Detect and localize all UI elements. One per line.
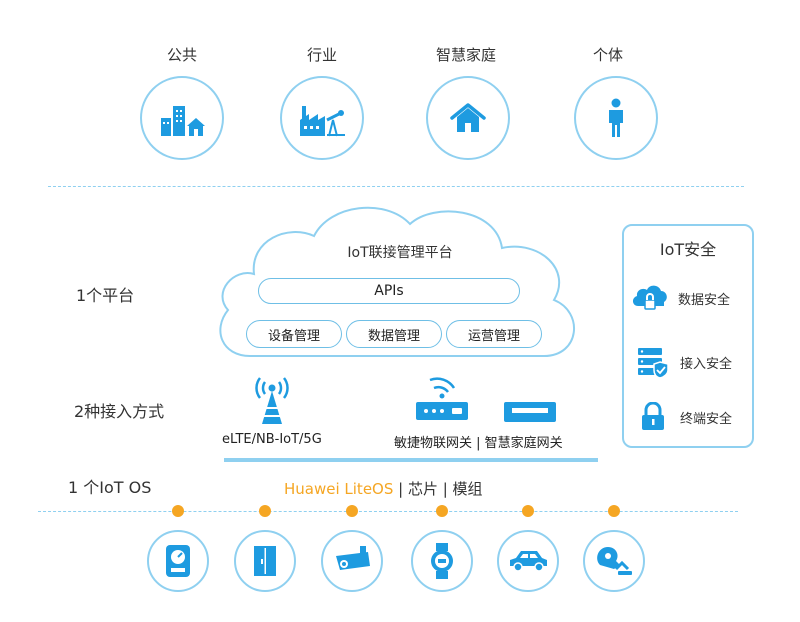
layer-label-access: 2种接入方式 [74,402,165,421]
person-icon [609,98,623,137]
security-item-data: 数据安全 [630,282,730,314]
os-brand: Huawei LiteOS [284,480,394,498]
category-label-industry: 行业 [306,46,337,64]
connector-dot [436,505,448,517]
security-item-access-label: 接入安全 [680,356,733,372]
security-panel [622,224,754,448]
camera-icon [336,546,370,570]
category-label-public: 公共 [166,46,197,64]
module-device-management: 设备管理 [246,320,342,348]
top-divider [48,186,744,187]
device-cabinet [234,530,296,592]
security-item-data-label: 数据安全 [678,292,731,308]
access-underline [224,458,598,462]
layer-label-platform: 1个平台 [76,286,135,305]
device-sensor [583,530,645,592]
cell-tower-icon [255,377,289,424]
device-camera [321,530,383,592]
module-operations-management: 运营管理 [446,320,542,348]
router-icon [416,377,468,420]
access-gateway-label: 敏捷物联网关 | 智慧家庭网关 [394,436,563,451]
category-circle-public [140,76,224,160]
cabinet-icon [254,546,276,576]
category-circle-smart-home [426,76,510,160]
device-divider [38,511,738,512]
cloud-lock-icon [632,285,667,310]
security-item-terminal: 终端安全 [640,402,732,432]
device-car [497,530,559,592]
padlock-icon [642,402,664,430]
city-buildings-icon [161,106,205,136]
layer-label-os: 1 个IoT OS [68,478,152,497]
category-label-individual: 个体 [592,46,623,64]
home-icon [450,103,486,132]
server-shield-icon [638,348,669,378]
meter-icon [166,545,190,577]
category-circle-individual [574,76,658,160]
security-item-terminal-label: 终端安全 [680,411,733,427]
connector-dot [259,505,271,517]
category-circle-industry [280,76,364,160]
connector-dot [172,505,184,517]
connector-dot [522,505,534,517]
device-meter [147,530,209,592]
watch-icon [431,543,453,579]
security-title: IoT安全 [659,240,717,259]
os-label: Huawei LiteOS | 芯片 | 模组 [284,478,483,499]
factory-icon [300,106,345,137]
car-icon [510,551,547,572]
connector-dot [608,505,620,517]
access-cellular-label: eLTE/NB-IoT/5G [222,432,322,447]
security-item-access: 接入安全 [636,346,732,378]
platform-title: IoT联接管理平台 [347,245,453,261]
category-label-smart-home: 智慧家庭 [435,46,496,64]
connector-dot [346,505,358,517]
sensor-icon [597,547,632,575]
os-rest: | 芯片 | 模组 [393,480,483,498]
apis-bar: APIs [258,278,520,304]
device-watch [411,530,473,592]
module-data-management: 数据管理 [346,320,442,348]
gateway-box-icon [504,402,556,422]
